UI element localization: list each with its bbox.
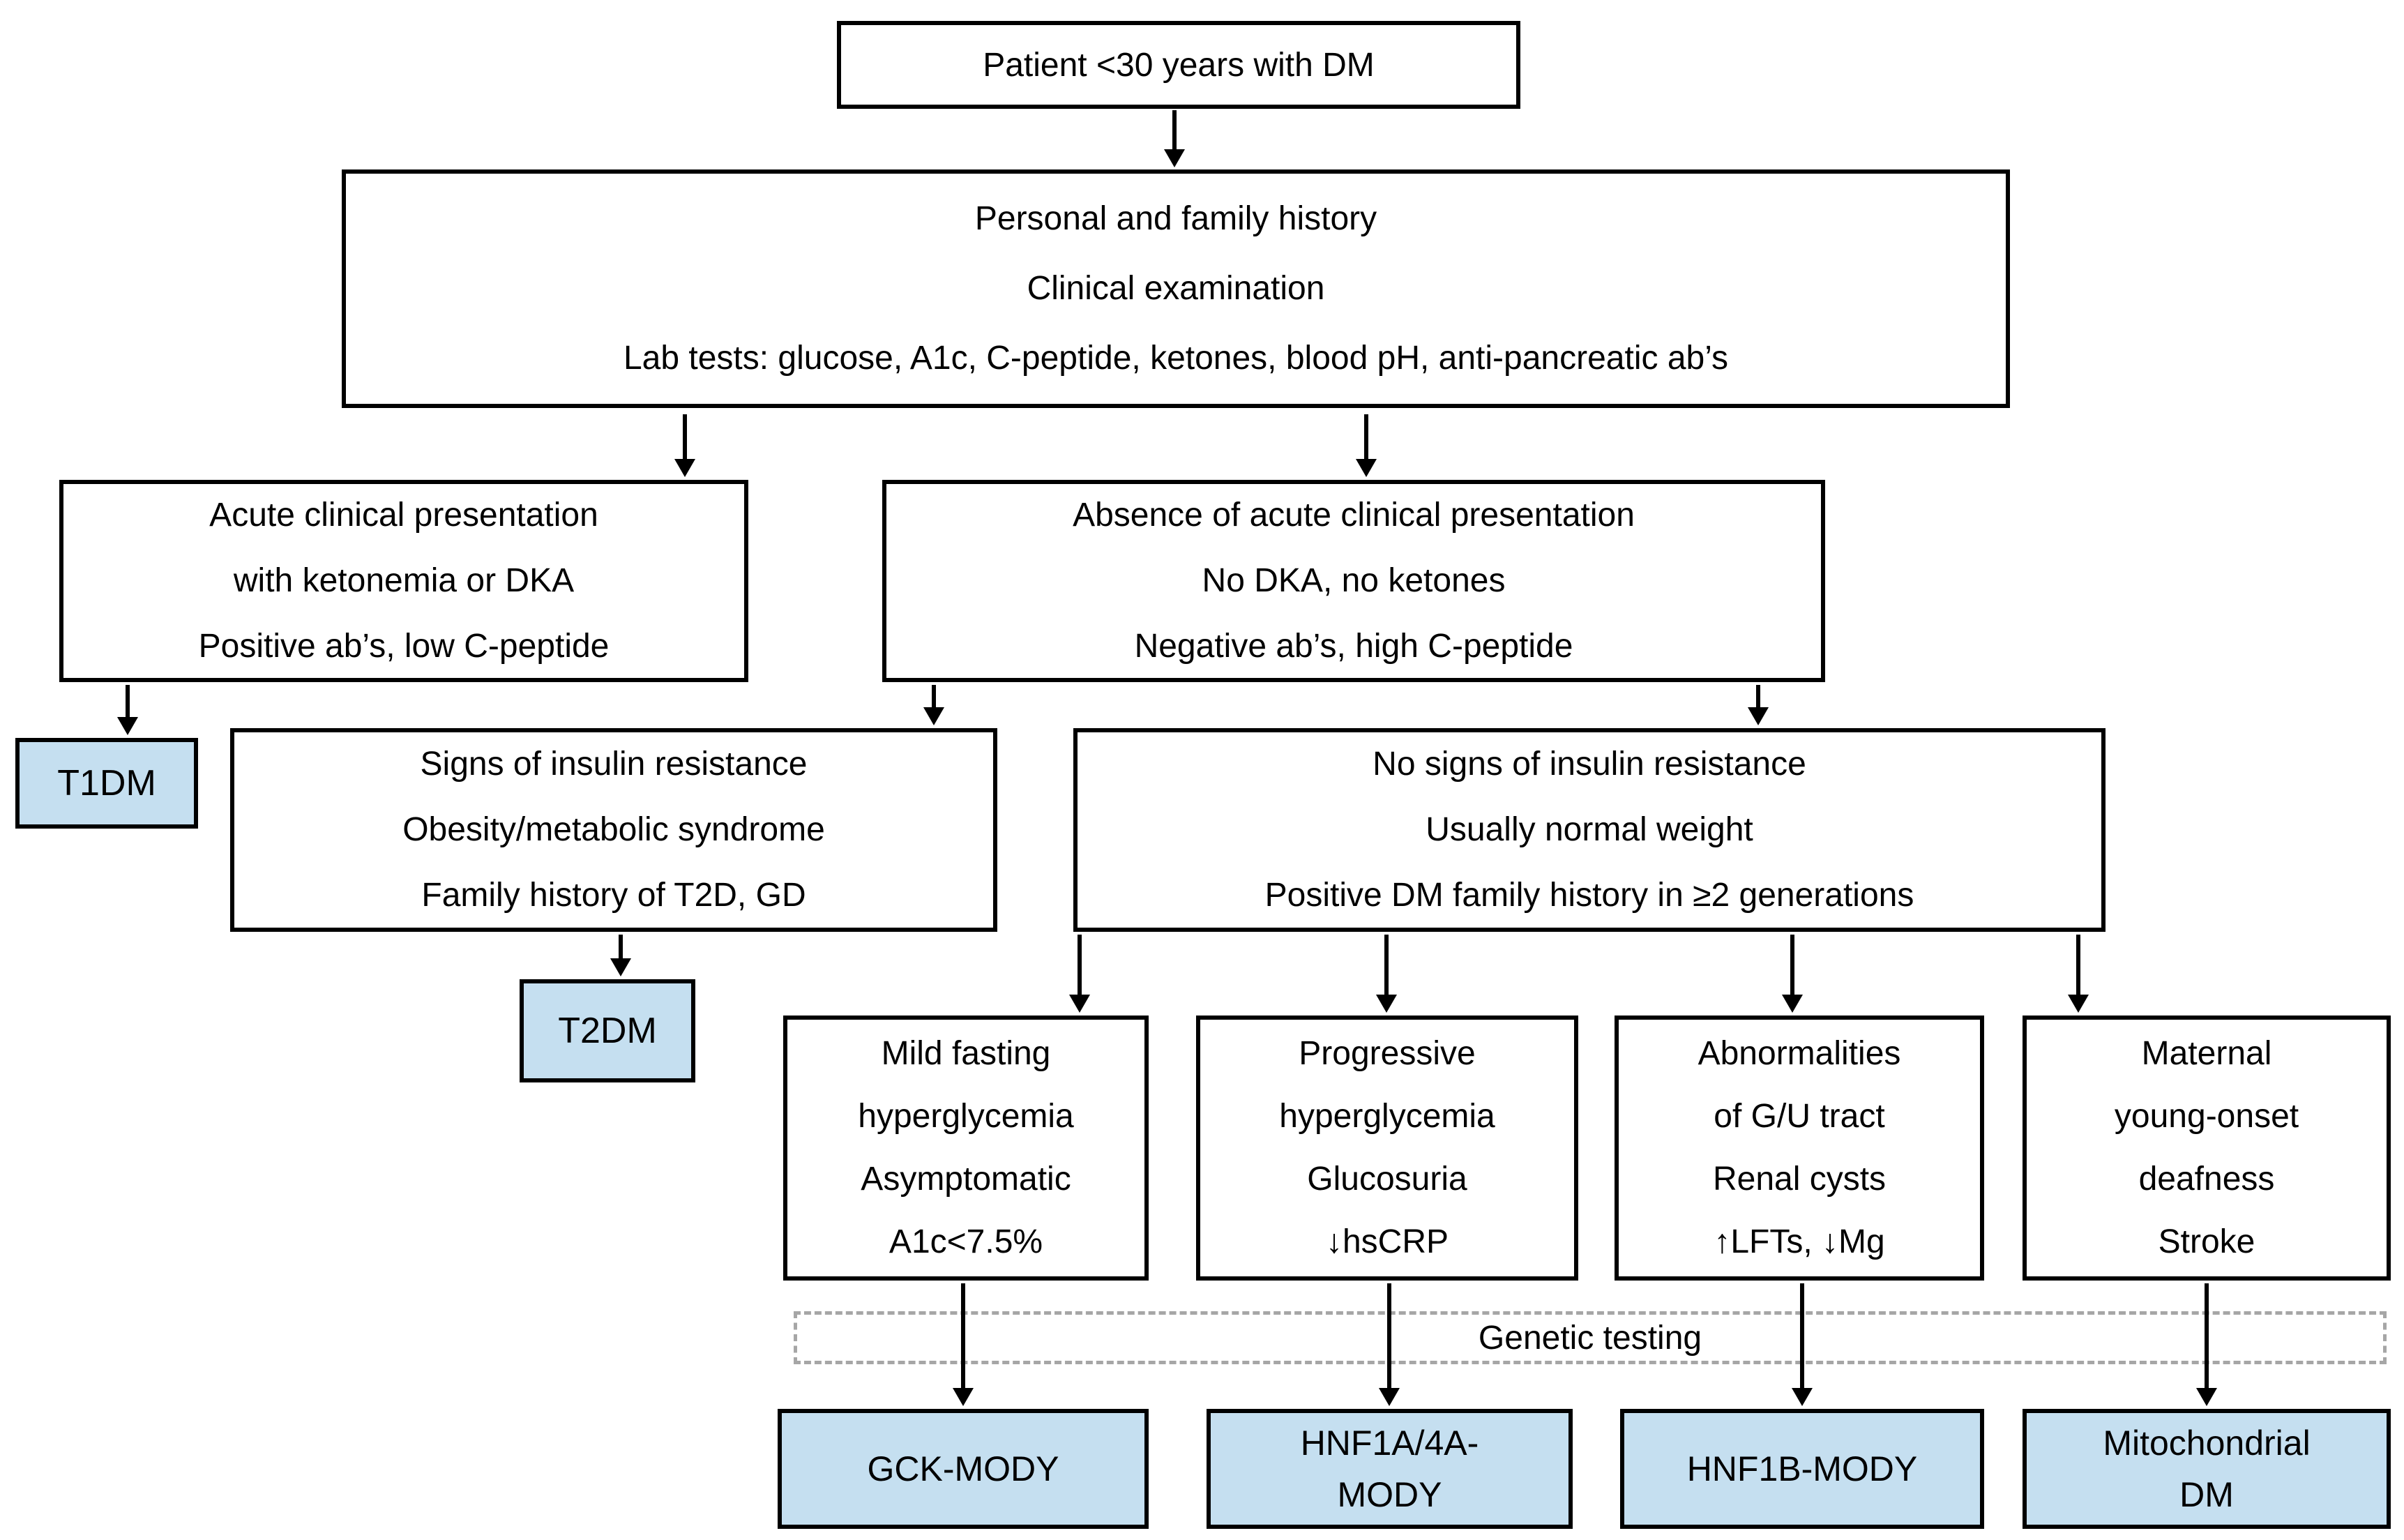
- node-hnf1a-features: Progressive hyperglycemia Glucosuria ↓hs…: [1196, 1016, 1578, 1281]
- node-t1dm: T1DM: [15, 738, 198, 829]
- node-absence-presentation: Absence of acute clinical presentation N…: [882, 480, 1825, 682]
- node-signs-line: Family history of T2D, GD: [421, 877, 806, 914]
- node-t2dm-label: T2DM: [558, 1011, 657, 1051]
- arrow-nosigns-to-gck-features: [1078, 935, 1082, 995]
- arrow-workup-to-absence: [1364, 414, 1368, 459]
- node-gck-features-line: Mild fasting: [881, 1035, 1051, 1072]
- arrow-gck-features-to-gck-mody: [961, 1283, 965, 1388]
- node-signs-line: Signs of insulin resistance: [420, 746, 808, 783]
- node-hnf1a-mody-label: HNF1A/4A-: [1300, 1424, 1479, 1463]
- arrow-nosigns-to-hnf1a-features: [1384, 935, 1389, 995]
- node-nosigns-line: Usually normal weight: [1426, 811, 1753, 848]
- genetic-testing-band: Genetic testing: [794, 1311, 2387, 1364]
- node-mitochondrial-dm: Mitochondrial DM: [2023, 1409, 2391, 1529]
- node-nosigns-line: No signs of insulin resistance: [1373, 746, 1806, 783]
- node-acute-line: Acute clinical presentation: [209, 497, 598, 534]
- arrow-signs-to-t2dm: [619, 935, 623, 958]
- node-patient-text: Patient <30 years with DM: [983, 46, 1375, 84]
- node-absence-line: Negative ab’s, high C-peptide: [1134, 628, 1573, 665]
- node-workup-line: Lab tests: glucose, A1c, C-peptide, keto…: [623, 340, 1729, 377]
- node-t2dm: T2DM: [520, 979, 695, 1082]
- arrow-absence-to-nosigns: [1756, 685, 1760, 707]
- node-signs-line: Obesity/metabolic syndrome: [402, 811, 825, 848]
- node-hnf1b-mody: HNF1B-MODY: [1620, 1409, 1984, 1529]
- node-hnf1a-features-line: Progressive: [1299, 1035, 1476, 1072]
- node-hnf1b-features-line: of G/U tract: [1714, 1098, 1885, 1135]
- node-hnf1b-features: Abnormalities of G/U tract Renal cysts ↑…: [1615, 1016, 1984, 1281]
- node-hnf1b-features-line: Renal cysts: [1712, 1161, 1887, 1198]
- node-no-signs-insulin-resistance: No signs of insulin resistance Usually n…: [1073, 728, 2106, 932]
- node-hnf1a-features-line: ↓hsCRP: [1325, 1223, 1449, 1260]
- arrow-nosigns-to-hnf1b-features: [1790, 935, 1794, 995]
- node-hnf1a-mody: HNF1A/4A- MODY: [1207, 1409, 1573, 1529]
- node-absence-line: No DKA, no ketones: [1202, 562, 1506, 599]
- node-gck-features-line: A1c<7.5%: [889, 1223, 1043, 1260]
- node-nosigns-line: Positive DM family history in ≥2 generat…: [1264, 877, 1914, 914]
- node-gck-mody-label: GCK-MODY: [867, 1449, 1059, 1488]
- node-hnf1a-features-line: Glucosuria: [1307, 1161, 1467, 1198]
- node-signs-insulin-resistance: Signs of insulin resistance Obesity/meta…: [230, 728, 997, 932]
- node-gck-features-line: hyperglycemia: [858, 1098, 1074, 1135]
- node-acute-line: with ketonemia or DKA: [233, 562, 575, 599]
- arrow-absence-to-signs: [932, 685, 936, 707]
- genetic-testing-label: Genetic testing: [1478, 1319, 1702, 1357]
- node-workup-line: Clinical examination: [1027, 270, 1325, 307]
- node-mito-dm-label: Mitochondrial: [2103, 1424, 2311, 1463]
- node-mito-dm-label: DM: [2179, 1475, 2234, 1514]
- node-hnf1b-features-line: ↑LFTs, ↓Mg: [1714, 1223, 1885, 1260]
- node-hnf1a-features-line: hyperglycemia: [1279, 1098, 1495, 1135]
- node-workup: Personal and family history Clinical exa…: [342, 169, 2010, 408]
- node-acute-line: Positive ab’s, low C-peptide: [198, 628, 610, 665]
- node-gck-features: Mild fasting hyperglycemia Asymptomatic …: [783, 1016, 1149, 1281]
- node-hnf1b-features-line: Abnormalities: [1698, 1035, 1901, 1072]
- node-gck-features-line: Asymptomatic: [861, 1161, 1071, 1198]
- node-mito-features: Maternal young-onset deafness Stroke: [2023, 1016, 2391, 1281]
- arrow-hnf1a-features-to-hnf1a-mody: [1387, 1283, 1391, 1388]
- node-workup-line: Personal and family history: [974, 200, 1377, 237]
- node-mito-features-line: Stroke: [2158, 1223, 2255, 1260]
- node-acute-presentation: Acute clinical presentation with ketonem…: [59, 480, 748, 682]
- arrow-patient-to-workup: [1172, 110, 1177, 149]
- arrow-nosigns-to-mito-features: [2076, 935, 2080, 995]
- node-mito-features-line: deafness: [2138, 1161, 2275, 1198]
- node-patient: Patient <30 years with DM: [837, 21, 1520, 109]
- node-hnf1a-mody-label: MODY: [1337, 1475, 1442, 1514]
- arrow-hnf1b-features-to-hnf1b-mody: [1800, 1283, 1804, 1388]
- node-mito-features-line: young-onset: [2114, 1098, 2299, 1135]
- node-t1dm-label: T1DM: [57, 763, 156, 803]
- node-gck-mody: GCK-MODY: [778, 1409, 1149, 1529]
- arrow-workup-to-acute: [683, 414, 687, 459]
- node-absence-line: Absence of acute clinical presentation: [1073, 497, 1635, 534]
- arrow-mito-features-to-mito-dm: [2205, 1283, 2209, 1388]
- node-mito-features-line: Maternal: [2141, 1035, 2272, 1072]
- node-hnf1b-mody-label: HNF1B-MODY: [1686, 1449, 1918, 1488]
- arrow-acute-to-t1dm: [126, 685, 130, 717]
